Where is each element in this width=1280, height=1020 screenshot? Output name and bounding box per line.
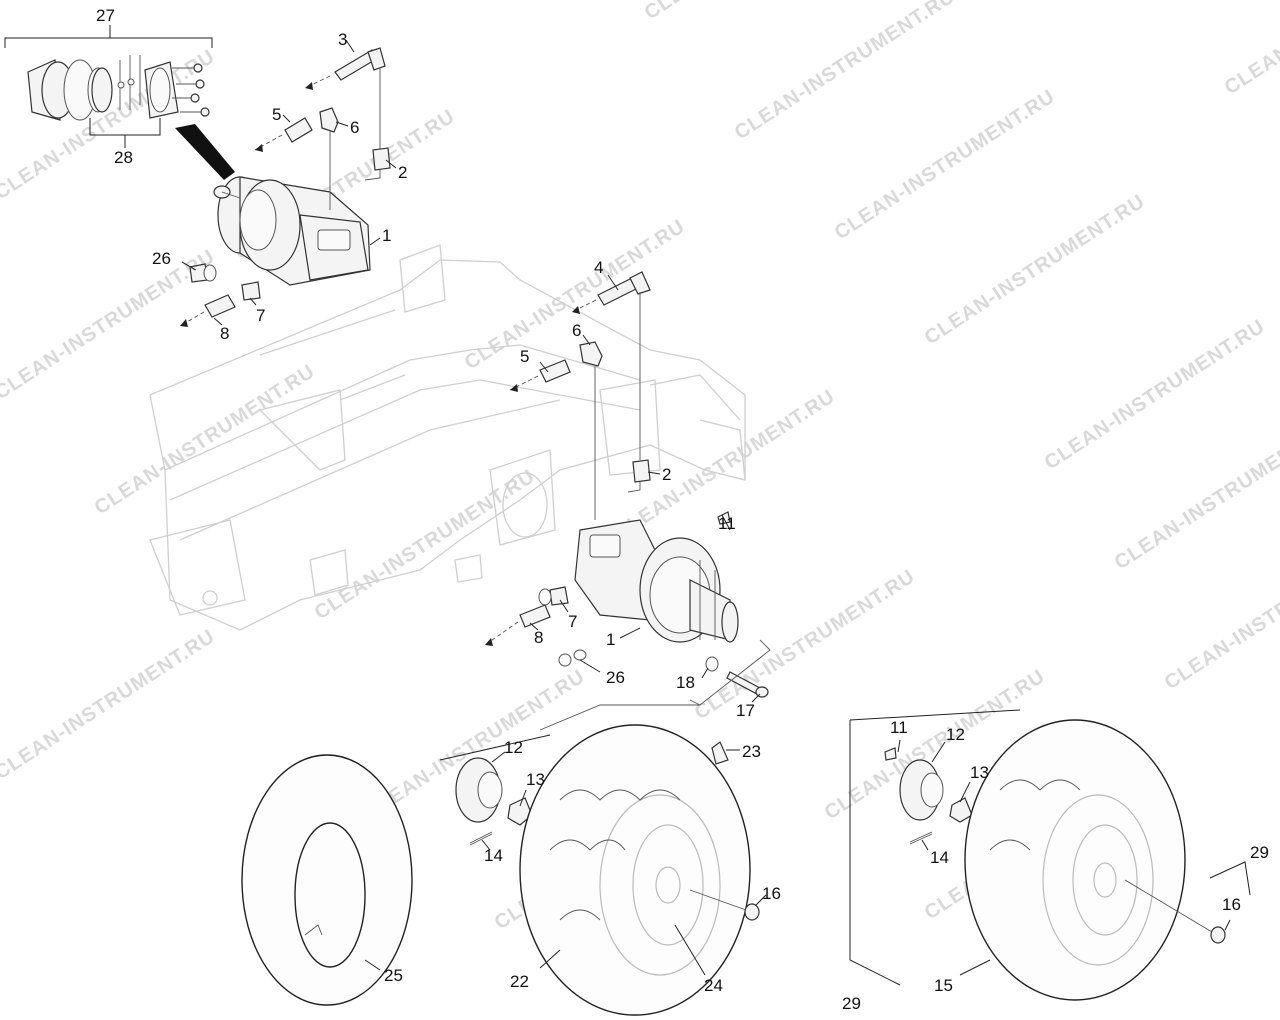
- callout-16: 16: [1222, 895, 1241, 914]
- watermark: CLEAN-INSTRUMENT.RU: [1111, 415, 1280, 574]
- inner-tube: [241, 754, 413, 1006]
- callout-2: 2: [662, 465, 671, 484]
- seal-kit-detail: [4, 25, 235, 180]
- callout-7: 7: [256, 306, 265, 325]
- callout-15: 15: [934, 976, 953, 995]
- watermark: CLEAN-INSTRUMENT.RU: [1161, 535, 1280, 694]
- callout-17: 17: [736, 701, 755, 720]
- callout-28: 28: [114, 148, 133, 167]
- watermark: CLEAN-INSTRUMENT.RU: [921, 190, 1149, 349]
- watermark: CLEAN-INSTRUMENT.RU: [1221, 0, 1280, 99]
- watermark: CLEAN-INSTRUMENT.RU: [641, 0, 869, 24]
- motor-lower: [574, 519, 739, 643]
- callout-12: 12: [946, 725, 965, 744]
- watermark: CLEAN-INSTRUMENT.RU: [311, 465, 539, 624]
- callout-1: 1: [382, 226, 391, 245]
- callout-4: 4: [594, 258, 603, 277]
- callout-11: 11: [890, 718, 908, 737]
- callout-2: 2: [398, 163, 407, 182]
- callout-25: 25: [384, 966, 403, 985]
- motor-upper: [213, 176, 381, 286]
- wheel-middle: [439, 724, 760, 1016]
- callout-18: 18: [676, 673, 695, 692]
- callouts: 27 28 3 5 6 2 1 26 7 8 4 6 5 2 11 7 8 1 …: [96, 6, 1269, 1013]
- callout-26: 26: [606, 668, 625, 687]
- callout-7: 7: [568, 612, 577, 631]
- watermark: CLEAN-INSTRUMENT.RU: [0, 625, 219, 784]
- fittings-upper: [179, 47, 391, 327]
- callout-14: 14: [484, 846, 503, 865]
- watermark: CLEAN-INSTRUMENT.RU: [731, 0, 959, 144]
- callout-1: 1: [606, 630, 615, 649]
- watermark: CLEAN-INSTRUMENT.RU: [831, 85, 1059, 244]
- watermark: CLEAN-INSTRUMENT.RU: [691, 565, 919, 724]
- watermark: CLEAN-INSTRUMENT.RU: [91, 360, 319, 519]
- callout-5: 5: [272, 105, 281, 124]
- callout-8: 8: [534, 628, 543, 647]
- leader-lines: [181, 39, 1231, 976]
- callout-3: 3: [338, 30, 347, 49]
- callout-16: 16: [762, 884, 781, 903]
- chassis-frame: [149, 244, 746, 631]
- callout-26: 26: [152, 249, 171, 268]
- callout-14: 14: [930, 848, 949, 867]
- watermark: CLEAN-INSTRUMENT.RU: [0, 45, 219, 204]
- callout-29: 29: [1250, 843, 1269, 862]
- callout-22: 22: [510, 972, 529, 991]
- callout-23: 23: [742, 742, 761, 761]
- callout-13: 13: [526, 770, 545, 789]
- watermark: CLEAN-INSTRUMENT.RU: [1041, 315, 1269, 474]
- callout-5: 5: [520, 347, 529, 366]
- callout-24: 24: [704, 976, 723, 995]
- callout-6: 6: [572, 321, 581, 340]
- wheel-right: [849, 709, 1251, 1001]
- fittings-lower: [484, 271, 771, 731]
- callout-6: 6: [350, 118, 359, 137]
- callout-27: 27: [96, 6, 115, 25]
- callout-11: 11: [718, 514, 736, 533]
- callout-8: 8: [220, 324, 229, 343]
- arrow-pointer: [175, 124, 235, 180]
- callout-13: 13: [970, 763, 989, 782]
- callout-29: 29: [842, 994, 861, 1013]
- callout-12: 12: [504, 738, 523, 757]
